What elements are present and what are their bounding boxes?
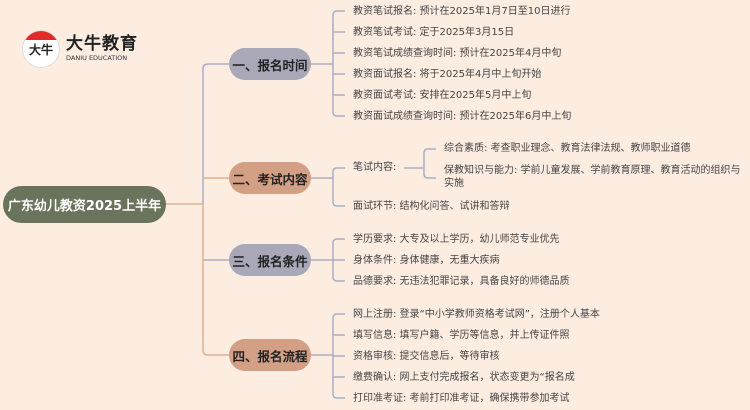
leaf-item: 资格审核: 提交信息后，等待审核 <box>353 351 500 362</box>
leaf-item: 打印准考证: 考前打印准考证，确保携带参加考试 <box>353 393 570 404</box>
leaf-item: 教资面试成绩查询时间: 预计在2025年6月中上旬 <box>353 111 572 122</box>
sub-item: 综合素质: 考查职业理念、教育法律法规、教师职业道德 <box>444 143 691 154</box>
leaf-item: 品德要求: 无违法犯罪记录，具备良好的师德品质 <box>353 276 570 287</box>
branch-node-process[interactable]: 四、报名流程 <box>229 339 311 371</box>
logo: 大牛 大牛教育 DANIU EDUCATION <box>22 30 138 68</box>
leaf-item: 学历要求: 大专及以上学历，幼儿师范专业优先 <box>353 234 560 245</box>
logo-name: 大牛教育 <box>66 34 138 54</box>
sub-item: 保教知识与能力: 学前儿童发展、学前教育原理、教育活动的组织与实施 <box>444 165 741 189</box>
leaf-item: 填写信息: 填写户籍、学历等信息，并上传证件照 <box>353 330 570 341</box>
branch-node-requirements[interactable]: 三、报名条件 <box>229 244 311 276</box>
leaf-item: 缴费确认: 网上支付完成报名，状态变更为“报名成 <box>353 372 575 383</box>
leaf-item: 教资笔试成绩查询时间: 预计在2025年4月中旬 <box>353 48 562 59</box>
leaf-item: 教资面试报名: 将于2025年4月中上旬开始 <box>353 69 542 80</box>
root-node[interactable]: 广东幼儿教资2025上半年 <box>3 186 166 223</box>
leaf-item: 教资笔试考试: 定于2025年3月15日 <box>353 27 515 38</box>
logo-subtitle: DANIU EDUCATION <box>66 54 128 62</box>
leaf-item: 教资面试考试: 安排在2025年5月中上旬 <box>353 90 532 101</box>
leaf-item: 网上注册: 登录“中小学教师资格考试网”，注册个人基本 <box>353 309 600 320</box>
branch-node-exam-content[interactable]: 二、考试内容 <box>229 162 311 194</box>
leaf-item: 教资笔试报名: 预计在2025年1月7日至10日进行 <box>353 6 571 17</box>
leaf-item: 笔试内容: <box>353 162 397 173</box>
leaf-item: 面试环节: 结构化问答、试讲和答辩 <box>353 201 510 212</box>
branch-node-registration-time[interactable]: 一、报名时间 <box>229 48 311 80</box>
leaf-item: 身体条件: 身体健康，无重大疾病 <box>353 255 500 266</box>
logo-mark: 大牛 <box>22 30 60 68</box>
